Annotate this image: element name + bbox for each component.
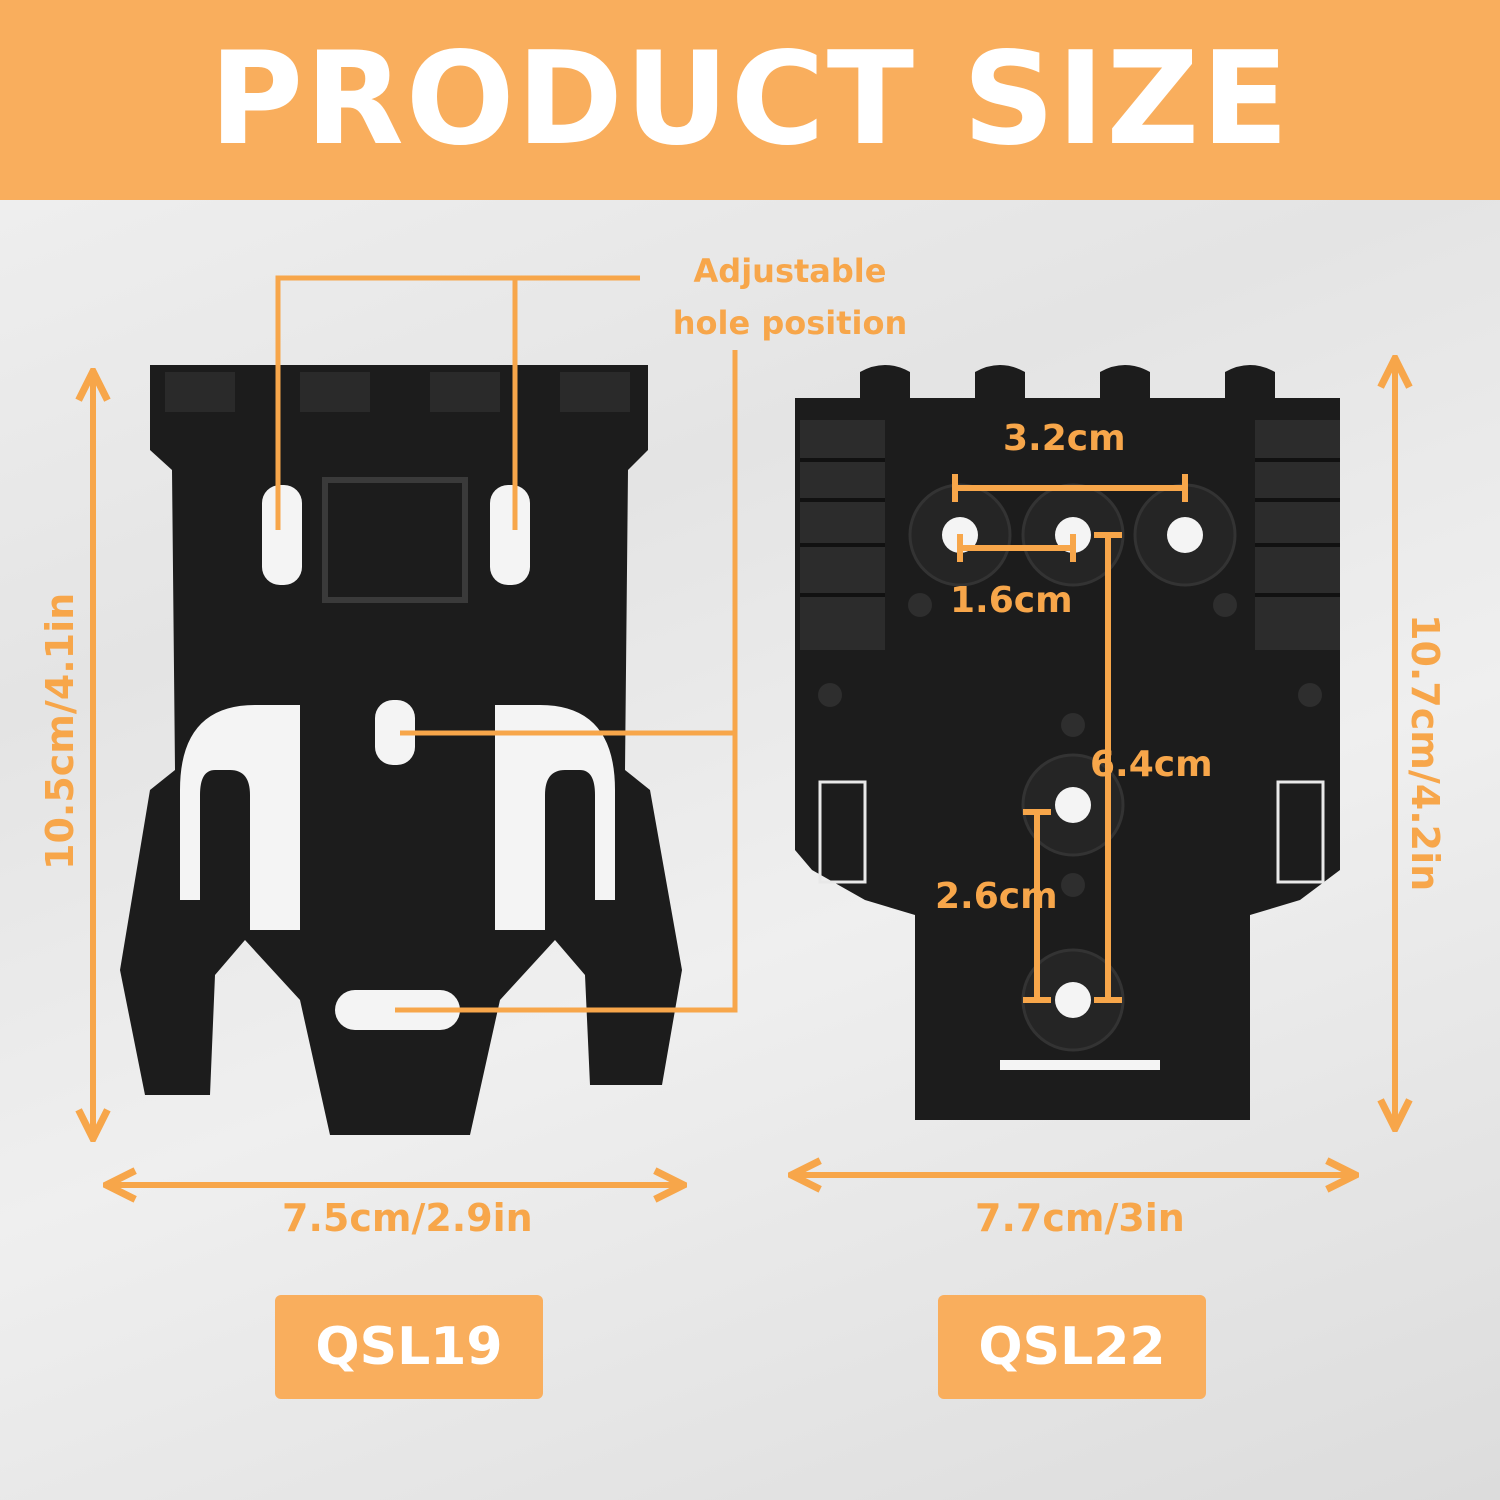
qsl22-height-label: 10.7cm/4.2in <box>1403 614 1447 892</box>
model-tag-qsl22: QSL22 <box>938 1295 1206 1399</box>
adjustable-hole-callout: Adjustable hole position <box>640 245 940 349</box>
qsl22-inner-measures <box>952 474 1188 1003</box>
qsl19-width-label: 7.5cm/2.9in <box>282 1196 533 1240</box>
vertical-span-short-label: 2.6cm <box>935 876 1058 917</box>
callout-line-1: Adjustable <box>693 252 887 290</box>
qsl22-plate <box>795 365 1340 1120</box>
vertical-span-long-label: 6.4cm <box>1090 744 1213 785</box>
qsl19-height-label: 10.5cm/4.1in <box>38 592 82 870</box>
qsl19-callout-lines <box>275 275 738 1013</box>
qsl22-width-label: 7.7cm/3in <box>975 1196 1185 1240</box>
model-tag-qsl19: QSL19 <box>275 1295 543 1399</box>
hole-span-narrow-label: 1.6cm <box>950 580 1073 621</box>
callout-line-2: hole position <box>672 304 908 342</box>
header-banner: PRODUCT SIZE <box>0 0 1500 200</box>
page-title: PRODUCT SIZE <box>209 25 1291 174</box>
qsl19-plate <box>120 365 682 1135</box>
hole-span-wide-label: 3.2cm <box>1003 418 1126 459</box>
